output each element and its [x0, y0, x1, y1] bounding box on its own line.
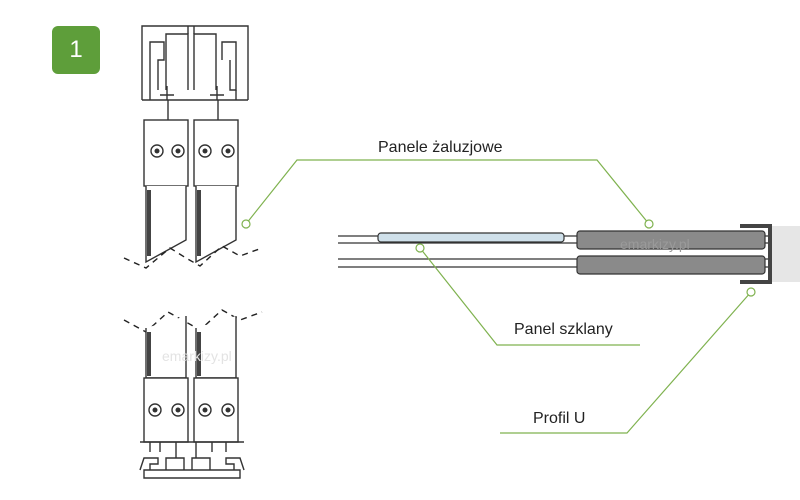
louver-panel-bar-bottom [576, 255, 766, 275]
louver-panel-bar-top [576, 230, 766, 250]
louver-panel-right-top [193, 119, 239, 264]
watermark: emarkizy.pl [620, 236, 690, 252]
louver-panel-left-top [143, 119, 189, 264]
label-louver-panels: Panele żaluzjowe [378, 139, 503, 156]
label-u-profile: Profil U [533, 410, 586, 427]
leader-u-profile [500, 287, 756, 434]
louver-panel-right-bottom [193, 316, 239, 443]
watermark: emarkizy.pl [162, 348, 232, 364]
top-rail-profile [141, 25, 249, 120]
break-line-top [123, 245, 263, 269]
break-line-bottom [123, 309, 263, 333]
louver-panel-left-bottom [143, 316, 189, 443]
label-glass-panel: Panel szklany [514, 321, 613, 338]
leader-louver-panels [241, 159, 654, 229]
step-number-badge: 1 [52, 26, 100, 74]
u-profile [740, 224, 800, 284]
glass-panel-bar [377, 232, 565, 243]
bottom-rail-profile [139, 441, 245, 479]
leader-glass-panel [415, 243, 640, 346]
